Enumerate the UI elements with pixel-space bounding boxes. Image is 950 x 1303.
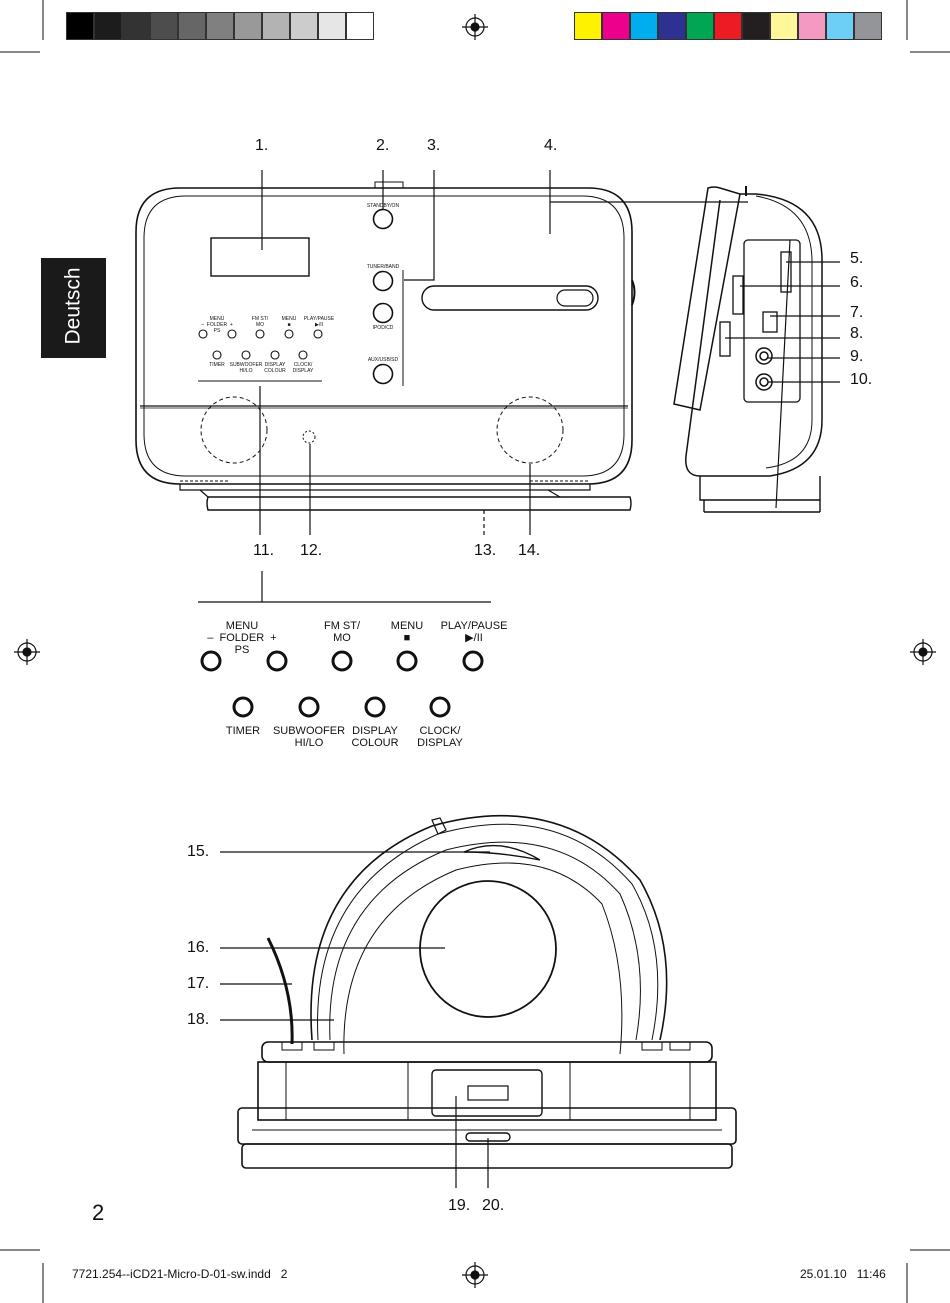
callout-10: 10. xyxy=(850,371,873,388)
callout-15: 15. xyxy=(187,843,210,860)
page-number: 2 xyxy=(92,1200,105,1225)
label-menu-stop: MENU ■ xyxy=(390,620,424,644)
calibration-swatch xyxy=(318,12,346,40)
label-standby: STANDBY/ON xyxy=(366,203,400,209)
calibration-swatch xyxy=(854,12,882,40)
label-menu-folder-small: MENU – FOLDER + PS xyxy=(201,316,233,334)
callout-6: 6. xyxy=(850,274,864,291)
label-clock-display: CLOCK/ DISPLAY xyxy=(417,725,463,749)
calibration-swatch xyxy=(178,12,206,40)
label-play-pause-small: PLAY/PAUSE ▶/II xyxy=(303,316,335,328)
callout-2: 2. xyxy=(376,137,390,154)
callout-8: 8. xyxy=(850,325,864,342)
label-subwoofer-small: SUBWOOFER HI/LO xyxy=(229,362,263,374)
label-clock-small: CLOCK/ DISPLAY xyxy=(292,362,314,374)
registration-mark-bottom xyxy=(462,1262,488,1288)
callout-20: 20. xyxy=(482,1197,505,1214)
calibration-swatch xyxy=(574,12,602,40)
label-timer: TIMER xyxy=(225,725,261,737)
label-display-small: DISPLAY COLOUR xyxy=(264,362,286,374)
device-side-view xyxy=(673,186,823,513)
footer-file-name: 7721.254--iCD21-Micro-D-01-sw.indd 2 xyxy=(72,1267,288,1281)
calibration-swatch xyxy=(798,12,826,40)
callout-13: 13. xyxy=(474,542,497,559)
calibration-swatch xyxy=(150,12,178,40)
calibration-swatch xyxy=(742,12,770,40)
registration-mark-right xyxy=(910,639,936,665)
language-tab-label: Deutsch xyxy=(61,267,85,345)
leader-lines-top xyxy=(259,170,840,535)
callout-14: 14. xyxy=(518,542,541,559)
callout-5: 5. xyxy=(850,250,864,267)
calibration-swatch xyxy=(658,12,686,40)
label-ipod-cd: IPOD/CD xyxy=(372,325,394,331)
button-panel-circles xyxy=(200,650,484,718)
calibration-swatch xyxy=(122,12,150,40)
calibration-swatch xyxy=(66,12,94,40)
callout-18: 18. xyxy=(187,1011,210,1028)
calibration-swatch xyxy=(602,12,630,40)
callout-11: 11. xyxy=(253,542,275,559)
device-front-view xyxy=(135,181,636,511)
callout-4: 4. xyxy=(544,137,558,154)
button-panel-zoom xyxy=(198,571,491,603)
calibration-swatch xyxy=(206,12,234,40)
callout-17: 17. xyxy=(187,975,210,992)
footer-datetime: 25.01.10 11:46 xyxy=(800,1267,886,1281)
label-menu-folder: MENU – FOLDER + PS xyxy=(207,620,277,656)
calibration-swatch xyxy=(262,12,290,40)
label-subwoofer: SUBWOOFER HI/LO xyxy=(272,725,346,749)
callout-12: 12. xyxy=(300,542,323,559)
label-timer-small: TIMER xyxy=(209,362,225,368)
calibration-swatch xyxy=(290,12,318,40)
label-play-pause: PLAY/PAUSE ▶/II xyxy=(440,620,508,644)
calibration-swatch xyxy=(346,12,374,40)
language-tab: Deutsch xyxy=(41,258,106,358)
calibration-swatch xyxy=(686,12,714,40)
label-menu-stop-small: MENU ■ xyxy=(281,316,297,328)
label-display-colour: DISPLAY COLOUR xyxy=(351,725,399,749)
calibration-swatch xyxy=(94,12,122,40)
calibration-swatch xyxy=(630,12,658,40)
registration-mark-top xyxy=(462,14,488,40)
callout-3: 3. xyxy=(427,137,441,154)
callout-7: 7. xyxy=(850,304,864,321)
calibration-swatch xyxy=(770,12,798,40)
label-fm-st: FM ST/ MO xyxy=(323,620,361,644)
dock-view xyxy=(237,815,737,1169)
label-aux-usb-sd: AUX/USB/SD xyxy=(367,357,399,363)
calibration-swatch xyxy=(234,12,262,40)
label-tuner-band: TUNER/BAND xyxy=(366,264,400,270)
label-fm-st-small: FM ST/ MO xyxy=(251,316,269,328)
registration-mark-left xyxy=(14,639,40,665)
leader-lines-dock xyxy=(220,851,490,1188)
callout-16: 16. xyxy=(187,939,210,956)
calibration-swatch xyxy=(826,12,854,40)
callout-9: 9. xyxy=(850,348,864,365)
callout-1: 1. xyxy=(255,137,269,154)
calibration-swatch xyxy=(714,12,742,40)
callout-19: 19. xyxy=(448,1197,471,1214)
